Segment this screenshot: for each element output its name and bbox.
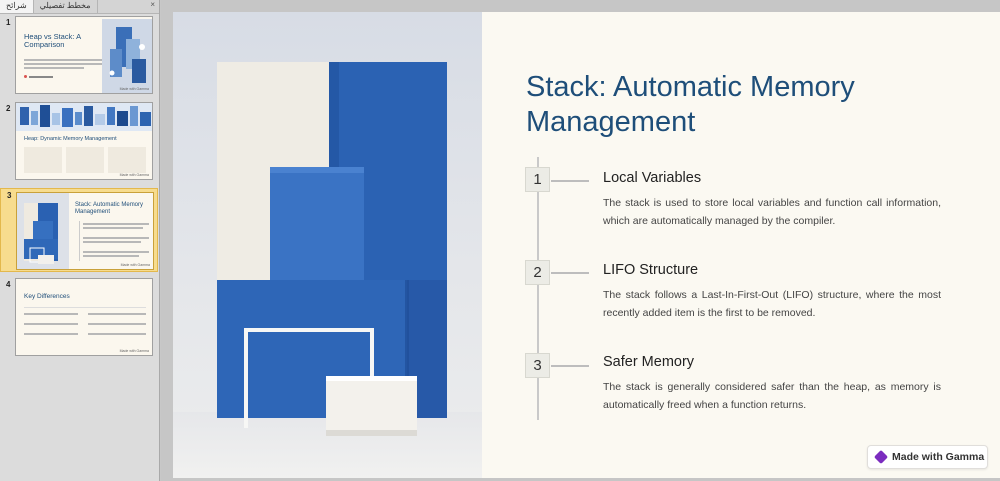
text-line: [83, 251, 149, 253]
step-number-3: 3: [525, 353, 550, 378]
item-body-1: The stack is used to store local variabl…: [603, 197, 941, 227]
slide-thumbnail-3[interactable]: 3 Stack: Automatic Memory Management Mad…: [0, 188, 158, 272]
slide-title: Stack: Automatic Memory Management: [526, 71, 855, 138]
thumbnail-canvas: Key Differences Made with Gamma: [15, 278, 153, 356]
timeline: [79, 221, 80, 261]
slide-canvas[interactable]: Stack: Automatic Memory Management 1 Loc…: [173, 12, 1000, 478]
thumbnail-badge: Made with Gamma: [119, 173, 149, 177]
step-number-2: 2: [525, 260, 550, 285]
thumbnail-title: Heap vs Stack: A Comparison: [24, 32, 81, 50]
text-line: [24, 63, 102, 65]
item-body-2: The stack follows a Last-In-First-Out (L…: [603, 289, 941, 319]
text-line: [83, 241, 141, 243]
slide-number: 3: [7, 191, 12, 200]
abstract-blocks-illustration: [173, 62, 482, 478]
card: [66, 147, 104, 173]
slide-thumbnail-2[interactable]: 2 Heap: Dynamic Memory Management: [0, 102, 158, 186]
item-heading-3: Safer Memory: [603, 354, 695, 370]
item-heading-2: LIFO Structure: [603, 262, 699, 278]
tab-outline[interactable]: مخطط تفصيلي: [34, 0, 98, 13]
thumbnail-canvas: Heap: Dynamic Memory Management Made wit…: [15, 102, 153, 180]
slide-number: 2: [6, 104, 11, 113]
text-line: [24, 313, 78, 315]
text-line: [24, 67, 84, 69]
thumbnail-canvas: Stack: Automatic Memory Management Made …: [16, 192, 154, 270]
slide-number: 4: [6, 280, 11, 289]
text-line: [83, 237, 149, 239]
connector-line: [551, 365, 589, 367]
text-line: [88, 323, 146, 325]
slide-thumbnail-1[interactable]: 1 Heap vs Stack: A Comparison Made with …: [0, 16, 158, 100]
text-line: [24, 333, 78, 335]
made-with-gamma-badge[interactable]: Made with Gamma: [867, 445, 988, 469]
step-number-1: 1: [525, 167, 550, 192]
divider: [24, 307, 146, 308]
gamma-logo-icon: [873, 449, 889, 465]
card: [24, 147, 62, 173]
pane-tabs: شرائح مخطط تفصيلي ×: [0, 0, 159, 14]
text-line: [24, 59, 102, 61]
thumbnail-title: Stack: Automatic Memory Management: [75, 202, 144, 215]
thumbnail-image: [17, 193, 69, 269]
text-line: [24, 323, 78, 325]
thumbnail-badge: Made with Gamma: [120, 263, 150, 267]
thumbnail-image: [102, 19, 152, 93]
text-line: [88, 313, 146, 315]
text-line: [88, 333, 146, 335]
slides-pane: شرائح مخطط تفصيلي × 1 Heap vs Stack: A C…: [0, 0, 160, 481]
tab-slides[interactable]: شرائح: [0, 0, 34, 13]
badge-label: Made with Gamma: [892, 451, 985, 463]
card: [108, 147, 146, 173]
thumbnail-title: Heap: Dynamic Memory Management: [24, 136, 117, 142]
slide-stage: Stack: Automatic Memory Management 1 Loc…: [161, 0, 1000, 481]
connector-line: [551, 180, 589, 182]
thumbnail-badge: Made with Gamma: [119, 349, 149, 353]
slide-number: 1: [6, 18, 11, 27]
slide-thumbnail-4[interactable]: 4 Key Differences Made with Gamma: [0, 278, 158, 362]
timeline-line: [537, 157, 539, 420]
thumbnail-badge: Made with Gamma: [119, 87, 149, 91]
text-line: [83, 255, 139, 257]
close-pane-icon[interactable]: ×: [150, 0, 155, 9]
thumbnail-canvas: Heap vs Stack: A Comparison Made with Ga…: [15, 16, 153, 94]
thumbnail-banner: [16, 103, 152, 131]
text-line: [83, 223, 149, 225]
thumbnail-title: Key Differences: [24, 293, 70, 300]
author-line: [29, 76, 53, 78]
slide-image: [173, 12, 482, 478]
item-heading-1: Local Variables: [603, 170, 702, 186]
item-body-3: The stack is generally considered safer …: [603, 381, 941, 411]
text-line: [83, 227, 143, 229]
author-dot: [24, 75, 27, 78]
connector-line: [551, 272, 589, 274]
